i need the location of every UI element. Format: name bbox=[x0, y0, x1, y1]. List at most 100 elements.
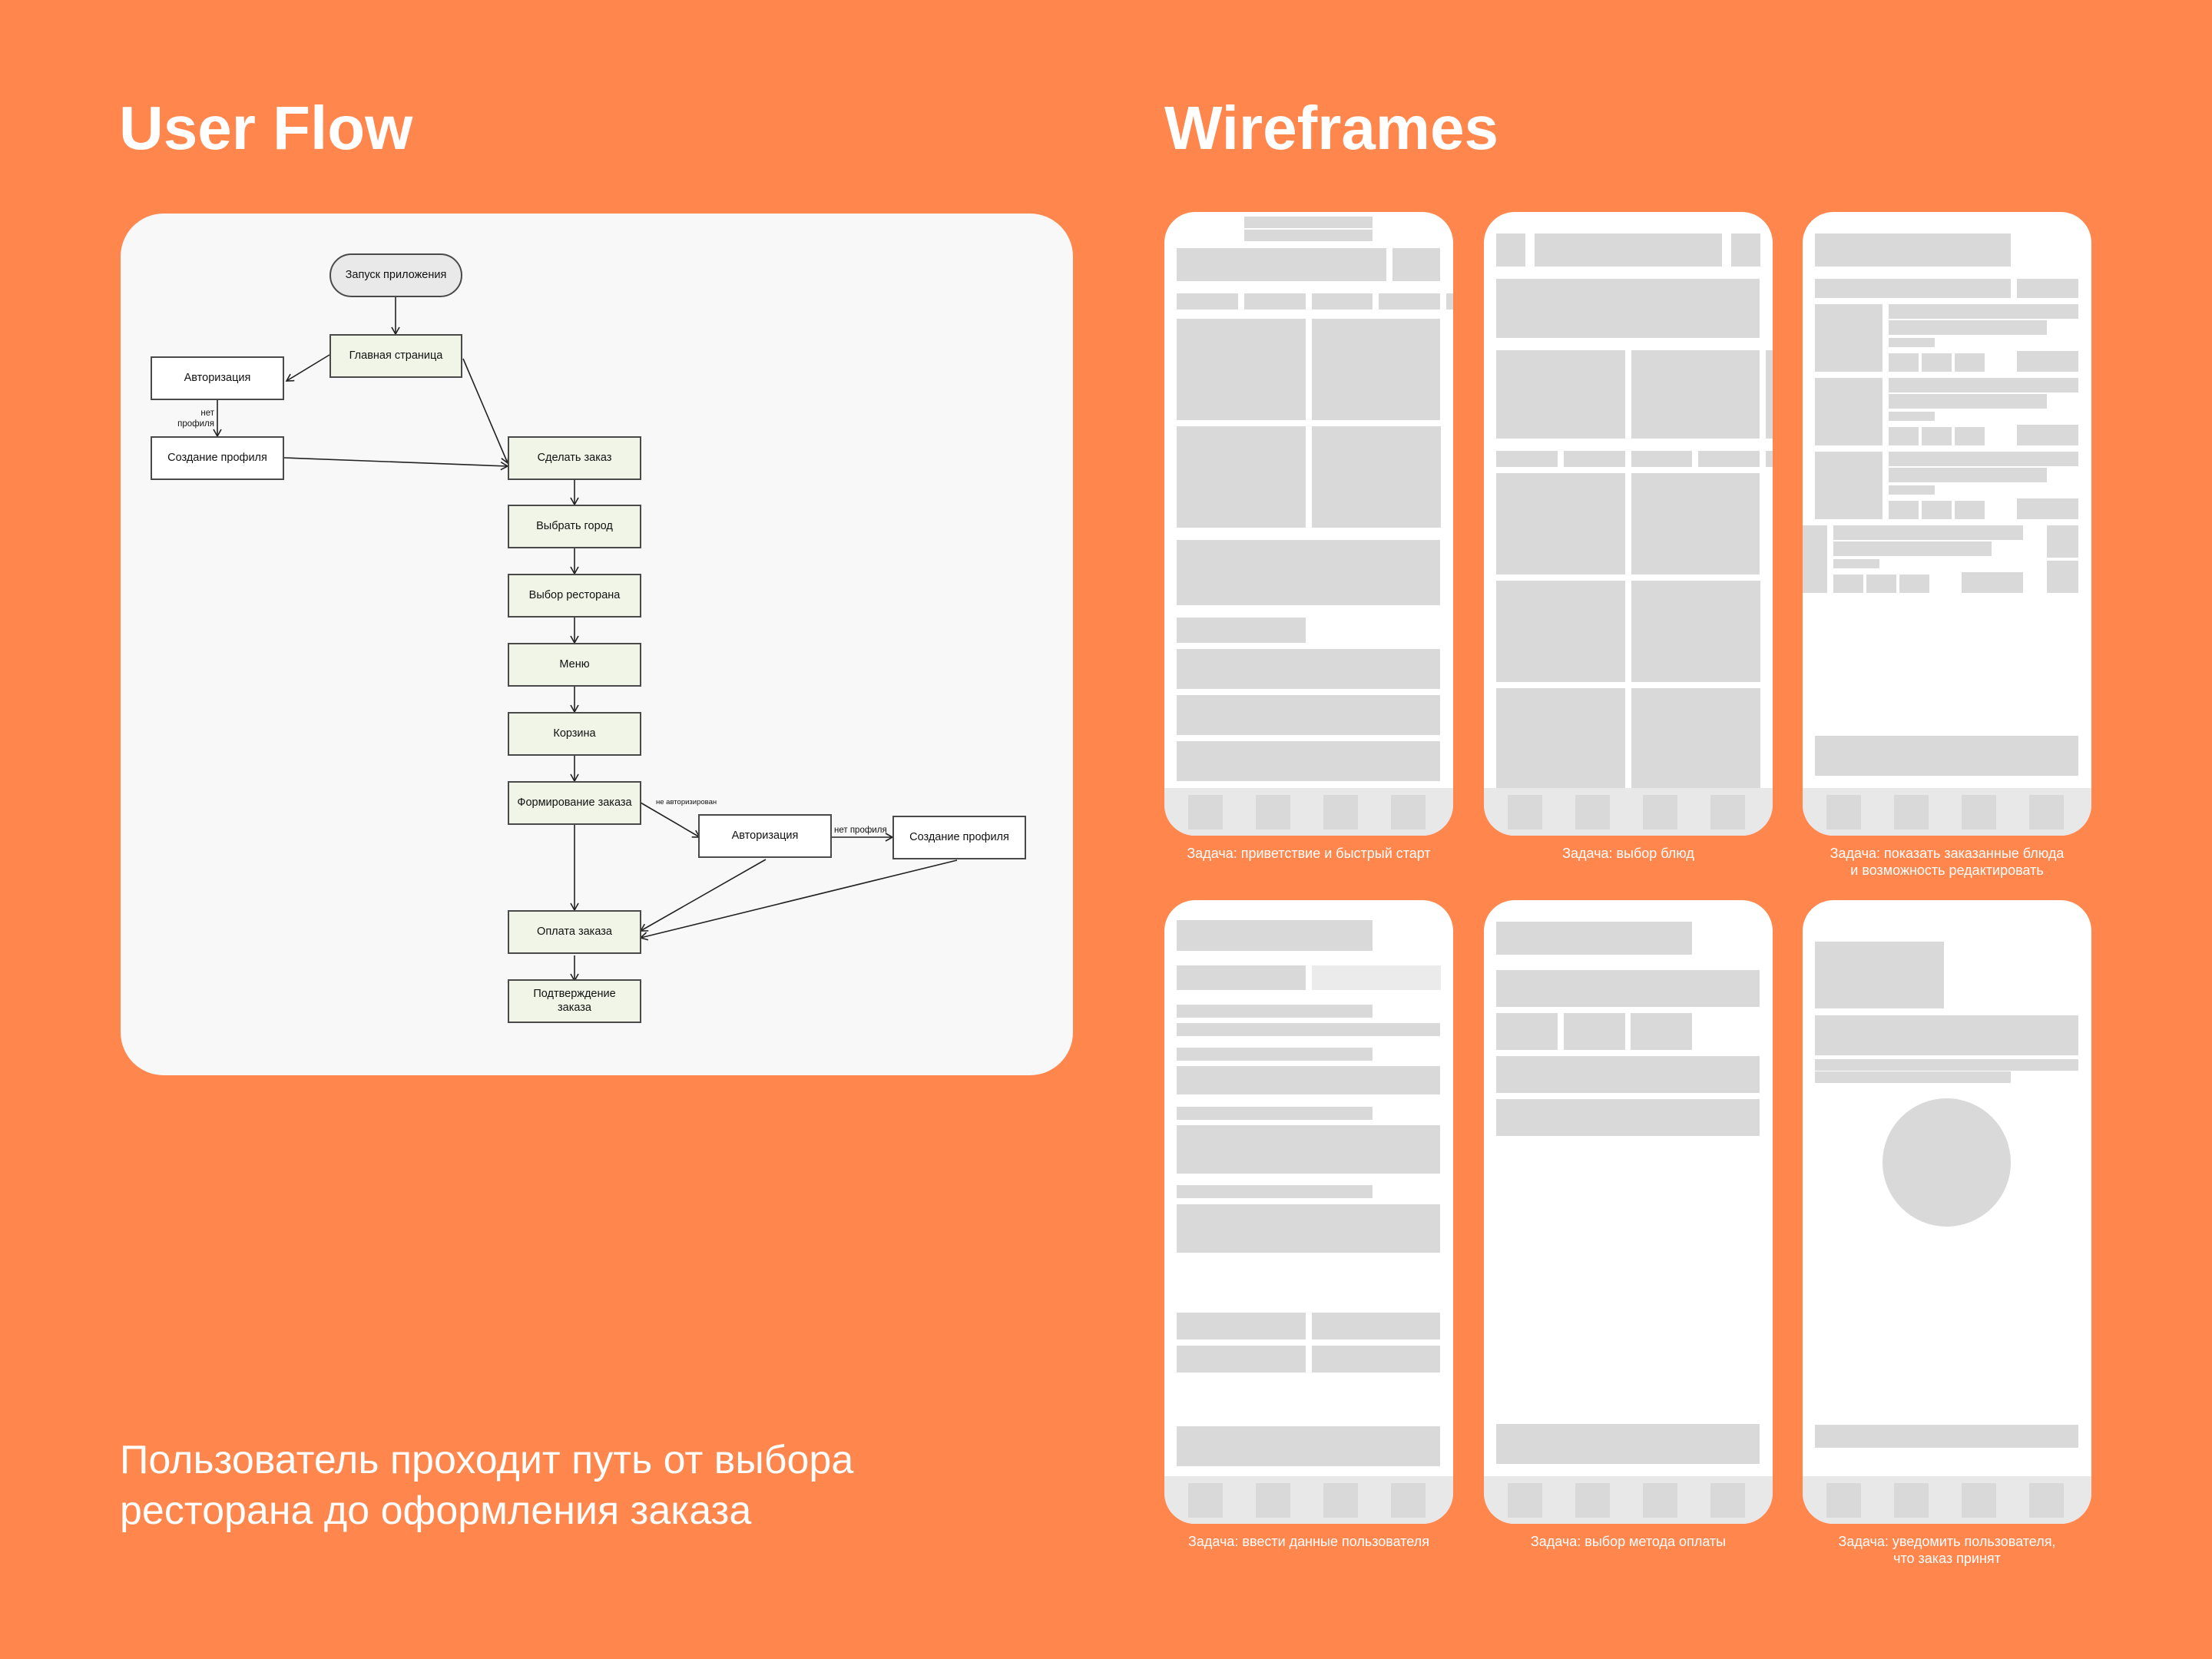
nav-icon[interactable] bbox=[1391, 795, 1426, 830]
placeholder-list-item bbox=[1177, 741, 1440, 781]
bottom-nav bbox=[1803, 788, 2091, 836]
placeholder-qty bbox=[1955, 353, 1985, 372]
placeholder-chip bbox=[1446, 293, 1453, 310]
placeholder-action bbox=[1731, 233, 1760, 267]
placeholder-dish bbox=[1631, 473, 1760, 575]
placeholder-qty bbox=[1889, 501, 1919, 519]
nav-icon[interactable] bbox=[1826, 1483, 1861, 1518]
nav-icon[interactable] bbox=[1894, 1483, 1929, 1518]
placeholder-tab-active bbox=[1177, 965, 1306, 990]
nav-icon[interactable] bbox=[1188, 795, 1223, 830]
placeholder-item-name bbox=[1889, 452, 2078, 466]
caption-confirmation: Задача: уведомить пользователя, что зака… bbox=[1786, 1533, 2108, 1567]
nav-icon[interactable] bbox=[1710, 795, 1745, 830]
nav-icon[interactable] bbox=[1575, 795, 1610, 830]
placeholder-chip bbox=[1244, 293, 1306, 310]
placeholder-field bbox=[1312, 1346, 1440, 1373]
bottom-nav bbox=[1484, 788, 1773, 836]
caption-line1: Задача: показать заказанные блюда bbox=[1830, 846, 2065, 861]
placeholder-item-meta bbox=[1889, 338, 1935, 347]
placeholder-qty bbox=[1922, 427, 1952, 445]
placeholder-card bbox=[1631, 350, 1760, 439]
nav-icon[interactable] bbox=[1256, 1483, 1290, 1518]
nav-icon[interactable] bbox=[1962, 795, 1996, 830]
placeholder-card bbox=[1312, 319, 1440, 420]
nav-icon[interactable] bbox=[1643, 795, 1677, 830]
bottom-nav bbox=[1484, 1476, 1773, 1524]
placeholder-back bbox=[1496, 233, 1525, 267]
user-flow-diagram: Запуск приложения Главная страница Автор… bbox=[121, 214, 1073, 1075]
nav-icon[interactable] bbox=[2029, 795, 2064, 830]
caption-cart: Задача: показать заказанные блюда и возм… bbox=[1786, 845, 2108, 879]
placeholder-item-meta bbox=[1833, 559, 1879, 568]
node-confirm-line1: Подтверждение bbox=[533, 988, 616, 1001]
nav-icon[interactable] bbox=[1643, 1483, 1677, 1518]
edge-label-line2: профиля bbox=[177, 419, 214, 429]
placeholder-input bbox=[1177, 1066, 1440, 1094]
nav-icon[interactable] bbox=[1710, 1483, 1745, 1518]
placeholder-payment-option bbox=[1496, 970, 1760, 1007]
placeholder-price bbox=[2017, 425, 2078, 445]
edge-label-no-profile-left: нет профиля bbox=[174, 408, 214, 430]
caption-menu: Задача: выбор блюд bbox=[1562, 846, 1694, 861]
edge-home-auth bbox=[285, 354, 330, 382]
placeholder-method bbox=[1631, 1013, 1692, 1050]
nav-icon[interactable] bbox=[1962, 1483, 1996, 1518]
placeholder-banner bbox=[1496, 279, 1760, 338]
placeholder-search bbox=[1177, 248, 1386, 281]
placeholder-chip bbox=[1312, 293, 1373, 310]
node-choose-restaurant: Выбор ресторана bbox=[508, 574, 641, 618]
nav-icon[interactable] bbox=[1323, 1483, 1358, 1518]
nav-icon[interactable] bbox=[1575, 1483, 1610, 1518]
caption-line2: что заказ принят bbox=[1893, 1551, 2001, 1566]
nav-icon[interactable] bbox=[2029, 1483, 2064, 1518]
placeholder-item-name bbox=[1833, 525, 2023, 540]
placeholder-card bbox=[1177, 319, 1306, 420]
nav-icon[interactable] bbox=[1894, 795, 1929, 830]
placeholder-field bbox=[1177, 1313, 1306, 1339]
placeholder-payment-option bbox=[1496, 1056, 1760, 1093]
placeholder-dish bbox=[1496, 581, 1625, 682]
placeholder-payment-option bbox=[1496, 1099, 1760, 1136]
placeholder-item-meta bbox=[1889, 485, 1935, 495]
bottom-nav bbox=[1803, 1476, 2091, 1524]
placeholder-title bbox=[1535, 233, 1722, 267]
node-menu: Меню bbox=[508, 643, 641, 687]
placeholder-qty bbox=[1866, 575, 1896, 593]
flow-edges bbox=[213, 296, 958, 982]
wireframe-cart bbox=[1803, 212, 2091, 836]
nav-icon[interactable] bbox=[1508, 1483, 1542, 1518]
placeholder-chip bbox=[1766, 451, 1773, 467]
placeholder-dish bbox=[1631, 581, 1760, 682]
edge-profile-payment bbox=[639, 859, 958, 941]
node-create-profile-right: Создание профиля bbox=[892, 816, 1026, 859]
nav-icon[interactable] bbox=[1323, 795, 1358, 830]
placeholder-chip bbox=[1698, 451, 1760, 467]
placeholder-label bbox=[1177, 1005, 1373, 1018]
nav-icon[interactable] bbox=[1508, 795, 1542, 830]
placeholder-subtitle bbox=[1815, 279, 2011, 298]
placeholder-card bbox=[1177, 426, 1306, 528]
node-choose-city: Выбрать город bbox=[508, 505, 641, 548]
nav-icon[interactable] bbox=[1188, 1483, 1223, 1518]
node-payment: Оплата заказа bbox=[508, 910, 641, 954]
placeholder-list-item bbox=[1177, 649, 1440, 689]
caption-user-data: Задача: ввести данные пользователя bbox=[1188, 1534, 1429, 1549]
placeholder-chip bbox=[1379, 293, 1440, 310]
placeholder-qty bbox=[1922, 501, 1952, 519]
placeholder-title bbox=[1815, 233, 2011, 267]
nav-icon[interactable] bbox=[1256, 795, 1290, 830]
placeholder-input bbox=[1177, 1023, 1440, 1036]
description-line2: ресторана до оформления заказа bbox=[120, 1488, 752, 1533]
placeholder-dish bbox=[1496, 688, 1625, 790]
placeholder-item-name bbox=[1889, 304, 2078, 319]
placeholder-card bbox=[1312, 426, 1441, 528]
nav-icon[interactable] bbox=[1391, 1483, 1426, 1518]
placeholder-delete-action bbox=[2047, 561, 2078, 593]
wireframe-menu bbox=[1484, 212, 1773, 836]
user-flow-description: Пользователь проходит путь от выбора рес… bbox=[120, 1435, 853, 1536]
placeholder-card bbox=[1766, 350, 1773, 439]
edge-profile-order bbox=[283, 457, 509, 471]
node-auth-right: Авторизация bbox=[698, 814, 832, 858]
nav-icon[interactable] bbox=[1826, 795, 1861, 830]
